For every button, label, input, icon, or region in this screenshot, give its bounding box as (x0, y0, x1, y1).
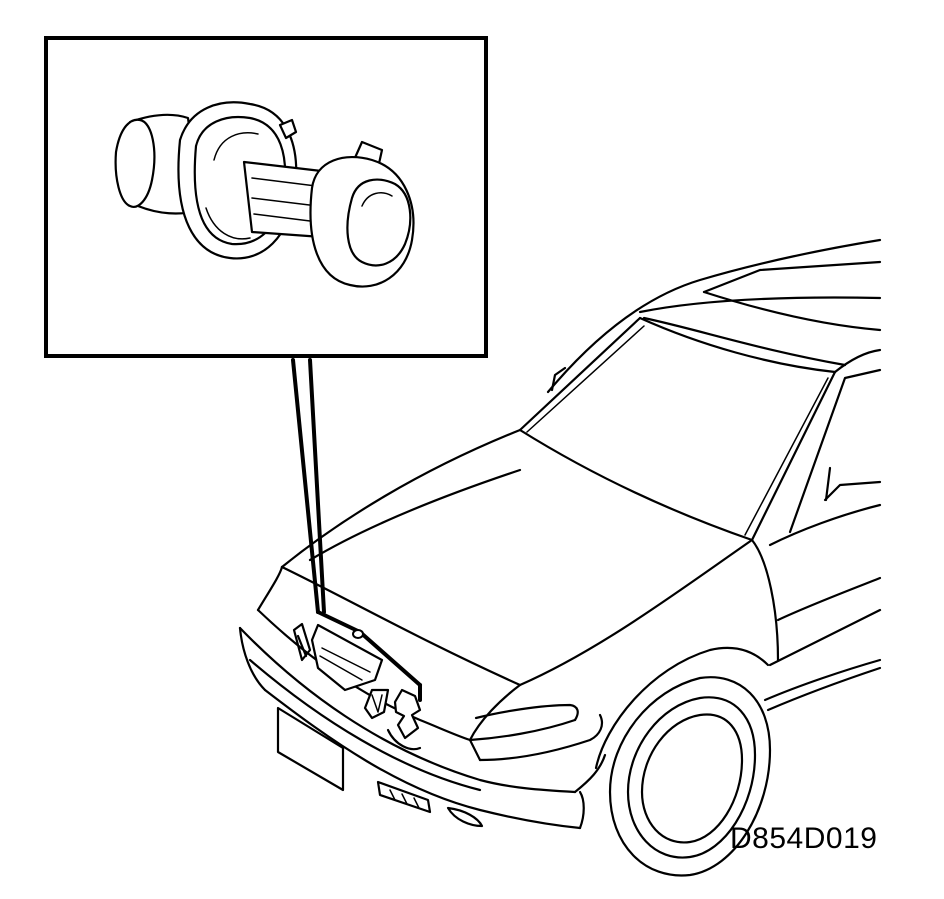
callout-leader (291, 358, 422, 702)
sensor-component (114, 101, 415, 288)
figure-reference-code: D854D019 (730, 822, 878, 855)
car-illustration (238, 238, 882, 877)
